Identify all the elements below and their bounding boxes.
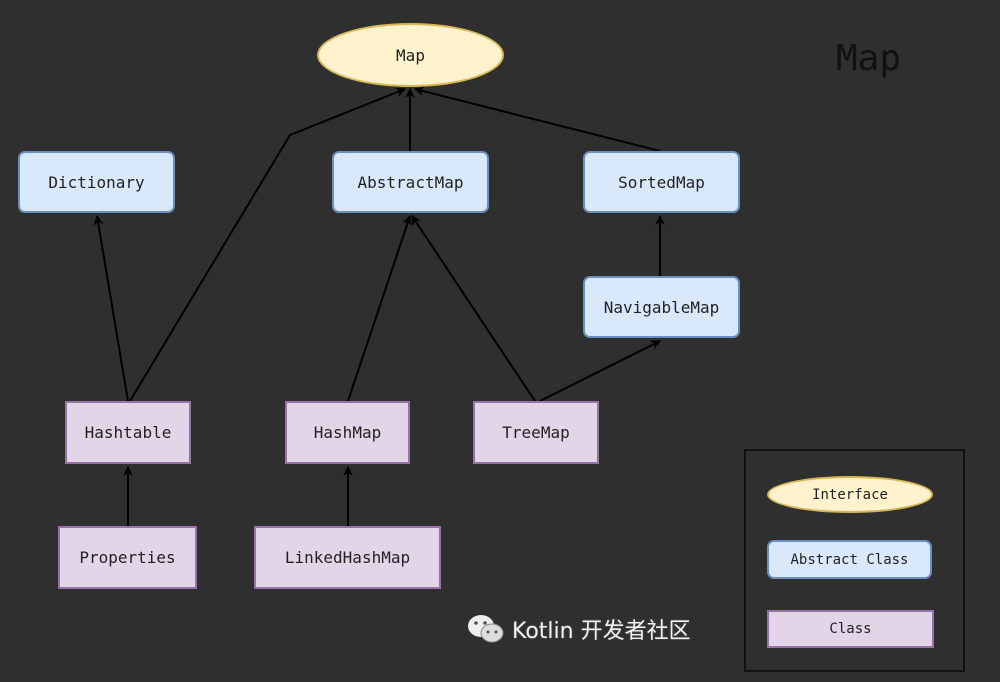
legend-class: Class	[767, 610, 934, 648]
node-linked-hash-map: LinkedHashMap	[254, 526, 441, 589]
diagram-title: Map	[836, 38, 902, 79]
node-hash-map: HashMap	[285, 401, 410, 464]
edge-sortedmap-map	[414, 86, 661, 152]
edge-hashmap-abstractmap	[347, 215, 412, 402]
watermark-text: Kotlin 开发者社区	[512, 619, 691, 644]
edge-hashtable-map	[129, 87, 406, 402]
edge-treemap-abstractmap	[411, 215, 536, 402]
node-properties: Properties	[58, 526, 197, 589]
legend-abstract-class: Abstract Class	[767, 540, 932, 579]
node-navigable-map: NavigableMap	[583, 276, 740, 338]
node-abstract-map: AbstractMap	[332, 151, 489, 213]
node-hashtable: Hashtable	[65, 401, 191, 464]
node-map: Map	[317, 23, 504, 87]
edge-treemap-navigablemap	[539, 340, 661, 402]
wechat-icon	[468, 615, 504, 643]
edge-hashtable-dictionary	[93, 215, 129, 402]
node-tree-map: TreeMap	[473, 401, 599, 464]
node-dictionary: Dictionary	[18, 151, 175, 213]
legend-interface: Interface	[767, 476, 933, 513]
legend	[744, 449, 965, 672]
watermark: Kotlin 开发者社区	[466, 612, 691, 646]
node-sorted-map: SortedMap	[583, 151, 740, 213]
